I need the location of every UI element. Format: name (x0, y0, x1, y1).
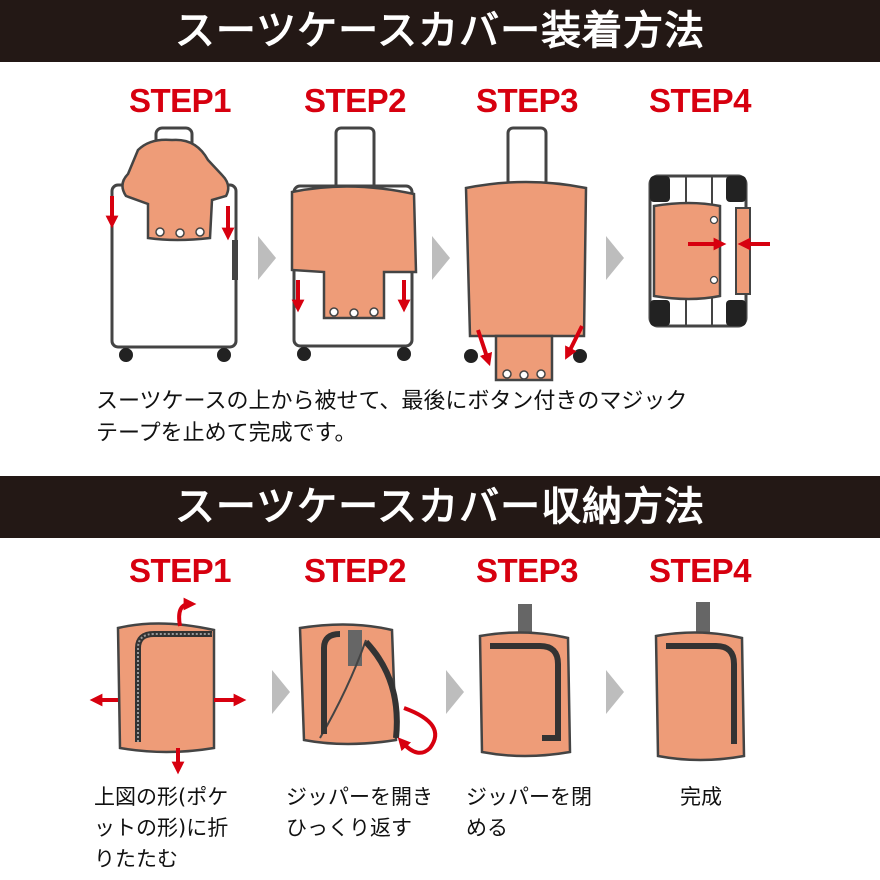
storage-step-2-label: STEP2 (303, 552, 407, 589)
install-step-3-illustration (464, 126, 588, 382)
install-description-line-1: スーツケースの上から被せて、最後にボタン付きのマジック (96, 389, 688, 414)
chevron-right-icon (446, 670, 464, 714)
storage-step-1-caption: 上図の形(ポケ ットの形)に折 りたたむ (94, 785, 229, 871)
chevron-right-icon (606, 236, 624, 280)
storage-step-4-caption: 完成 (680, 785, 722, 809)
storage-step-3-illustration (478, 604, 572, 758)
storage-step-3-label: STEP3 (475, 552, 579, 589)
storage-step-4-illustration (654, 602, 746, 762)
install-step-1-label: STEP1 (128, 82, 232, 119)
install-step-4-illustration (648, 174, 770, 328)
install-step-2-illustration (290, 126, 418, 361)
storage-step-4-label: STEP4 (648, 552, 752, 589)
storage-step-2-illustration (298, 623, 438, 755)
install-step-4-label: STEP4 (648, 82, 752, 119)
chevron-right-icon (606, 670, 624, 714)
storage-step-1-illustration (89, 597, 247, 775)
chevron-right-icon (258, 236, 276, 280)
install-step-1-illustration (105, 126, 238, 362)
storage-step-1-label: STEP1 (128, 552, 232, 589)
storage-step-2-caption: ジッパーを開き ひっくり返す (286, 785, 433, 840)
install-step-2-label: STEP2 (303, 82, 407, 119)
install-description-line-2: テープを止めて完成です。 (96, 421, 357, 446)
storage-step-3-caption: ジッパーを閉 める (466, 785, 592, 840)
chevron-right-icon (272, 670, 290, 714)
install-step-3-label: STEP3 (475, 82, 579, 119)
install-title: スーツケースカバー装着方法 (0, 0, 880, 62)
chevron-right-icon (432, 236, 450, 280)
storage-title: スーツケースカバー収納方法 (0, 476, 880, 538)
